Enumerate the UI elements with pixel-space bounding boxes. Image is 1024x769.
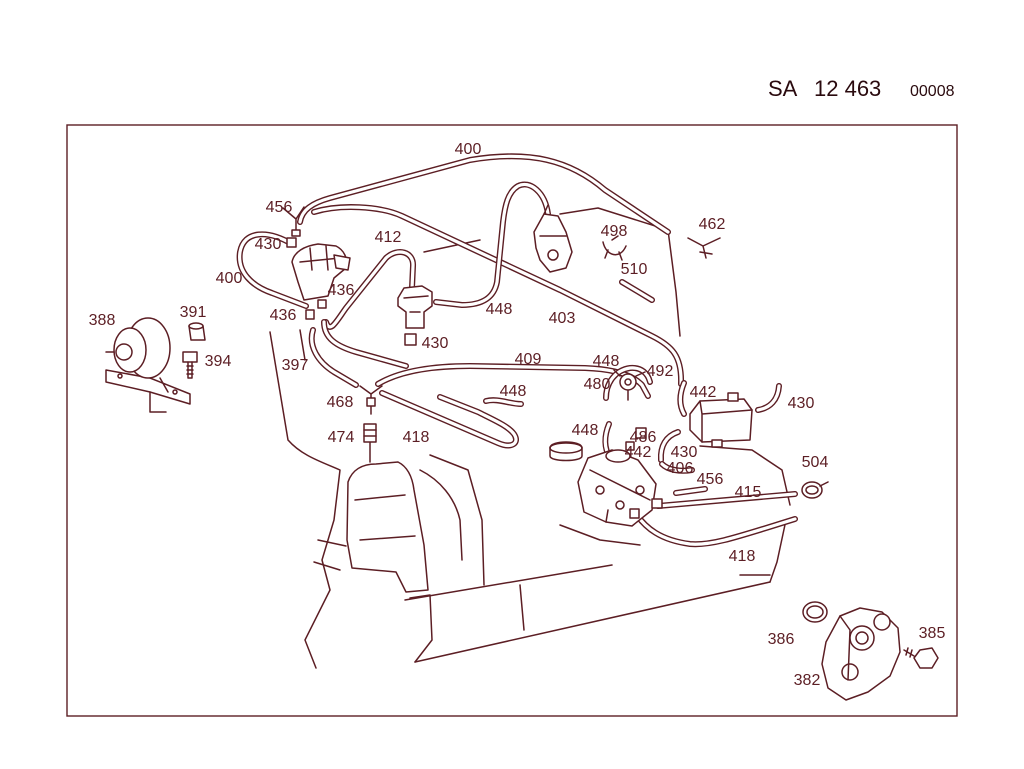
bolt-394 [182,351,198,379]
hose-448-short [486,400,521,404]
part-number-label: 400 [455,141,482,158]
cap-436-lower [305,309,315,320]
part-number-label: 403 [549,310,576,327]
bolt-385 [903,647,939,669]
hose-456-short [676,489,705,493]
part-number-label: 504 [802,454,829,471]
part-number-label: 430 [255,236,282,253]
part-number-label: 462 [699,216,726,233]
part-number-label: 388 [89,312,116,329]
callout-labels: 400 456 430 412 498 462 510 400 436 448 … [89,141,946,689]
vacuum-unit-442 [689,392,753,448]
fuel-distributor [577,449,663,527]
part-number-label: 448 [486,301,513,318]
part-number-label: 430 [671,444,698,461]
diagram-number: 12 463 [814,76,881,101]
sheet-number: 00008 [910,83,955,100]
part-number-label: 456 [697,471,724,488]
o-ring-386 [802,601,828,623]
part-number-label: 412 [375,229,402,246]
part-number-label: 448 [500,383,527,400]
y-piece-468 [359,385,383,415]
cap-430-valve [404,333,417,346]
tube-510 [622,282,652,300]
hose-418-right [636,514,795,544]
part-number-label: 418 [729,548,756,565]
sleeve-391 [188,322,206,341]
part-number-label: 406 [667,460,694,477]
part-number-label: 415 [735,484,762,501]
part-number-label: 442 [690,384,717,401]
t-piece-456 [282,206,305,237]
fitting-486 [635,427,647,439]
part-number-label: 480 [584,376,611,393]
part-number-label: 385 [919,625,946,642]
part-number-label: 448 [572,422,599,439]
fitting-442 [625,441,635,451]
hose-442-elbow [680,383,684,414]
diagram-series: SA [768,76,798,101]
part-number-label: 442 [625,444,652,461]
part-number-label: 400 [216,270,243,287]
clamp-504 [801,481,829,499]
valve-412 [397,285,433,329]
part-number-label: 430 [422,335,449,352]
part-number-label: 492 [647,363,674,380]
part-number-label: 456 [266,199,293,216]
part-number-label: 436 [270,307,297,324]
part-number-label: 430 [788,395,815,412]
part-number-label: 436 [328,282,355,299]
hose-400-top [300,156,668,232]
part-number-label: 409 [515,351,542,368]
hose-415 [658,494,795,506]
cap-436-upper [317,299,327,309]
part-number-label: 510 [621,261,648,278]
part-number-label: 382 [794,672,821,689]
part-number-label: 418 [403,429,430,446]
hose-430-middle [324,322,406,366]
vacuum-pump-388 [105,317,191,413]
hose-448-upper [436,184,548,305]
part-number-label: 474 [328,429,355,446]
part-number-label: 448 [593,353,620,370]
part-number-label: 386 [768,631,795,648]
part-number-label: 498 [601,223,628,240]
hose-430-right [758,386,779,410]
part-number-label: 394 [205,353,232,370]
part-number-label: 486 [630,429,657,446]
part-number-label: 397 [282,357,309,374]
valve-480 [613,369,646,401]
fitting-474 [363,423,377,463]
part-number-label: 391 [180,304,207,321]
upper-valve-unit [533,204,573,273]
cap-448 [549,441,583,462]
distributor [291,243,351,301]
intake-housing [346,461,429,593]
part-number-label: 468 [327,394,354,411]
y-piece-462 [687,237,721,259]
cap-430 [286,237,297,248]
diagram-frame [66,124,958,717]
pump-382 [821,607,901,701]
clip-498 [602,235,627,261]
